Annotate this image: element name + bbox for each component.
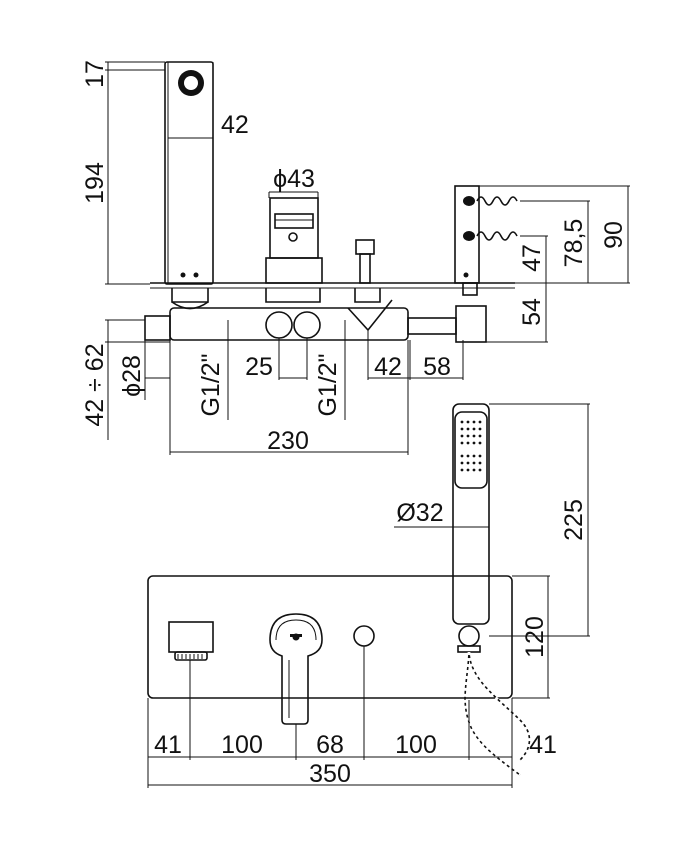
wall-plate (147, 575, 513, 699)
dim-knob-diameter: ϕ43 (273, 165, 315, 193)
front-view: 41 100 68 100 41 350 120 (147, 575, 557, 788)
diverter-button (353, 625, 375, 647)
dim-front-100-right: 100 (395, 731, 437, 759)
valve-body (144, 282, 487, 343)
dim-spout-depth: 42 (221, 111, 249, 139)
dim-inlet-spacing: 25 (245, 353, 273, 381)
dim-right-47: 47 (518, 244, 546, 272)
dim-handshower-diameter: Ø32 (396, 499, 443, 527)
side-view: 17 194 42 ϕ43 90 78,5 47 54 42 ÷ 62 ϕ28 … (81, 60, 630, 455)
hose-outlet (457, 625, 531, 777)
lever-handle (269, 613, 323, 725)
dim-right-total: 90 (600, 221, 628, 249)
dim-right-785: 78,5 (560, 219, 588, 268)
spout-outlet-inner (184, 76, 198, 90)
control-knob (265, 197, 323, 284)
dim-body-42: 42 (374, 353, 402, 381)
spout (164, 61, 214, 285)
dim-front-68: 68 (316, 731, 344, 759)
spout-front (168, 621, 214, 661)
dim-front-41-left: 41 (154, 731, 182, 759)
dim-left-range: 42 ÷ 62 (81, 343, 109, 426)
dim-inlet-left: G1/2" (197, 353, 225, 416)
dim-right-54: 54 (518, 298, 546, 326)
hose-holder-side (454, 185, 518, 284)
hose-coil-upper (463, 196, 518, 206)
dim-body-length: 230 (267, 427, 309, 455)
diverter-stem (355, 239, 375, 284)
dim-body-58: 58 (423, 353, 451, 381)
dim-front-41-right: 41 (529, 731, 557, 759)
hose-coil-lower (463, 231, 518, 241)
spray-face-dots (460, 420, 482, 472)
dim-front-100-left: 100 (221, 731, 263, 759)
dim-spout-top: 17 (81, 60, 109, 88)
hand-shower: Ø32 225 (394, 403, 590, 637)
dim-handshower-length: 225 (560, 499, 588, 541)
dim-plate-width: 350 (309, 760, 351, 788)
dim-inlet-right: G1/2" (314, 353, 342, 416)
dim-plate-height: 120 (521, 616, 549, 658)
dim-spout-height: 194 (81, 162, 109, 204)
dim-pipe-diameter: ϕ28 (118, 355, 146, 397)
